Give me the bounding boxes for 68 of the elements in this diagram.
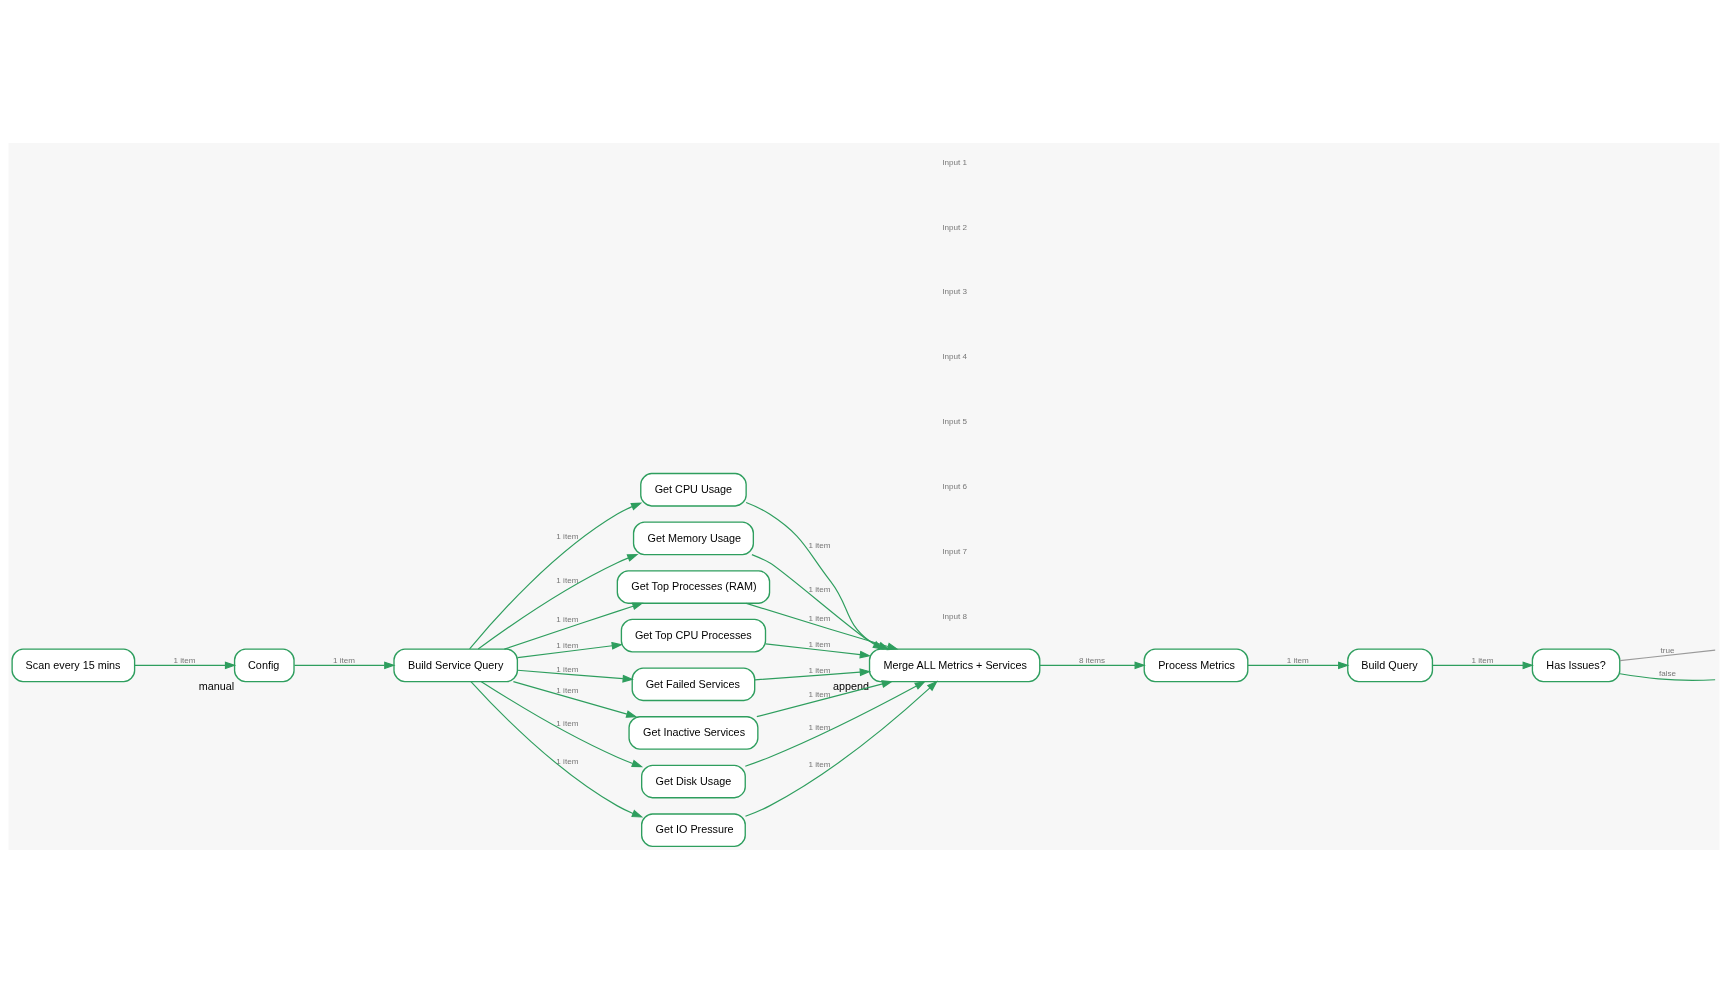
arrow — [469, 502, 643, 650]
arrow — [765, 642, 872, 659]
arrow — [1247, 660, 1350, 669]
node-box: Get Inactive Services — [628, 715, 759, 750]
arrow — [1039, 660, 1146, 669]
node-box: Scan every 15 mins — [11, 648, 136, 682]
edge-label: 1 item — [808, 759, 831, 769]
label: Input 2 — [942, 222, 968, 232]
edge-label: 1 item — [808, 721, 831, 731]
node-box: Get IO Pressure — [641, 812, 746, 847]
node-box: Get Top CPU Processes — [620, 618, 767, 653]
arrow — [754, 667, 872, 680]
label: Input 3 — [942, 286, 968, 296]
edge-label: false — [1658, 668, 1677, 678]
node-box: Build Service Query — [393, 648, 519, 682]
arrow — [480, 680, 644, 767]
node-label: append — [833, 679, 870, 692]
node-box: Merge ALL Metrics + Services — [868, 648, 1041, 682]
edge-label: 1 item — [556, 575, 579, 585]
edge-label: 1 item — [808, 639, 831, 649]
edge-label: 1 item — [556, 718, 579, 728]
node-box: Get Memory Usage — [632, 521, 755, 555]
node-box: Get Disk Usage — [641, 764, 746, 798]
edge-label: 1 item — [332, 655, 356, 665]
edge-label: 1 item — [556, 685, 579, 695]
edge-label: 1 item — [173, 655, 196, 665]
node-box: Build Query — [1347, 648, 1434, 682]
arrow — [512, 680, 638, 718]
label: Input 8 — [942, 611, 968, 621]
edge-label: 1 item — [556, 614, 579, 624]
label: Input 6 — [942, 481, 968, 491]
label: Input 4 — [942, 351, 968, 361]
edge-label: 1 item — [1286, 655, 1309, 665]
arrow — [744, 680, 926, 767]
arrow — [756, 679, 894, 717]
edge-label: 1 item — [556, 640, 579, 650]
arrow — [477, 553, 639, 650]
edge-label: 1 item — [556, 531, 579, 541]
edge-label: 8 items — [1078, 655, 1106, 665]
node-box: Get Failed Services — [631, 666, 756, 701]
node-box: Get Top Processes (RAM) — [616, 569, 771, 604]
arrow — [293, 660, 396, 669]
edge-label: 1 item — [808, 613, 831, 623]
arrow — [134, 660, 237, 669]
arrow — [1431, 660, 1534, 669]
edge-label: true — [1660, 645, 1675, 655]
node-box: Config — [233, 648, 295, 682]
edge-label: 1 item — [808, 540, 831, 550]
node-box: Get CPU Usage — [640, 472, 747, 507]
connector — [1619, 648, 1716, 661]
arrow — [470, 680, 644, 817]
label: Input 1 — [942, 157, 968, 167]
node-box: Has Issues? — [1531, 648, 1621, 682]
arrow — [503, 601, 644, 650]
edge-label: 1 item — [556, 756, 579, 766]
arrow — [744, 680, 938, 817]
edge-label: 1 item — [808, 584, 831, 594]
edge-label: 1 item — [808, 689, 831, 699]
edge-label: 1 item — [808, 665, 831, 675]
connector — [1619, 672, 1716, 681]
label: Input 7 — [942, 546, 968, 556]
label: Input 5 — [942, 416, 968, 426]
arrow — [517, 641, 624, 658]
edge-label: 1 item — [556, 664, 579, 674]
arrow — [517, 669, 634, 683]
edge-label: 1 item — [1471, 655, 1494, 665]
node-label: manual — [198, 679, 235, 692]
node-box: Process Metrics — [1143, 648, 1249, 682]
